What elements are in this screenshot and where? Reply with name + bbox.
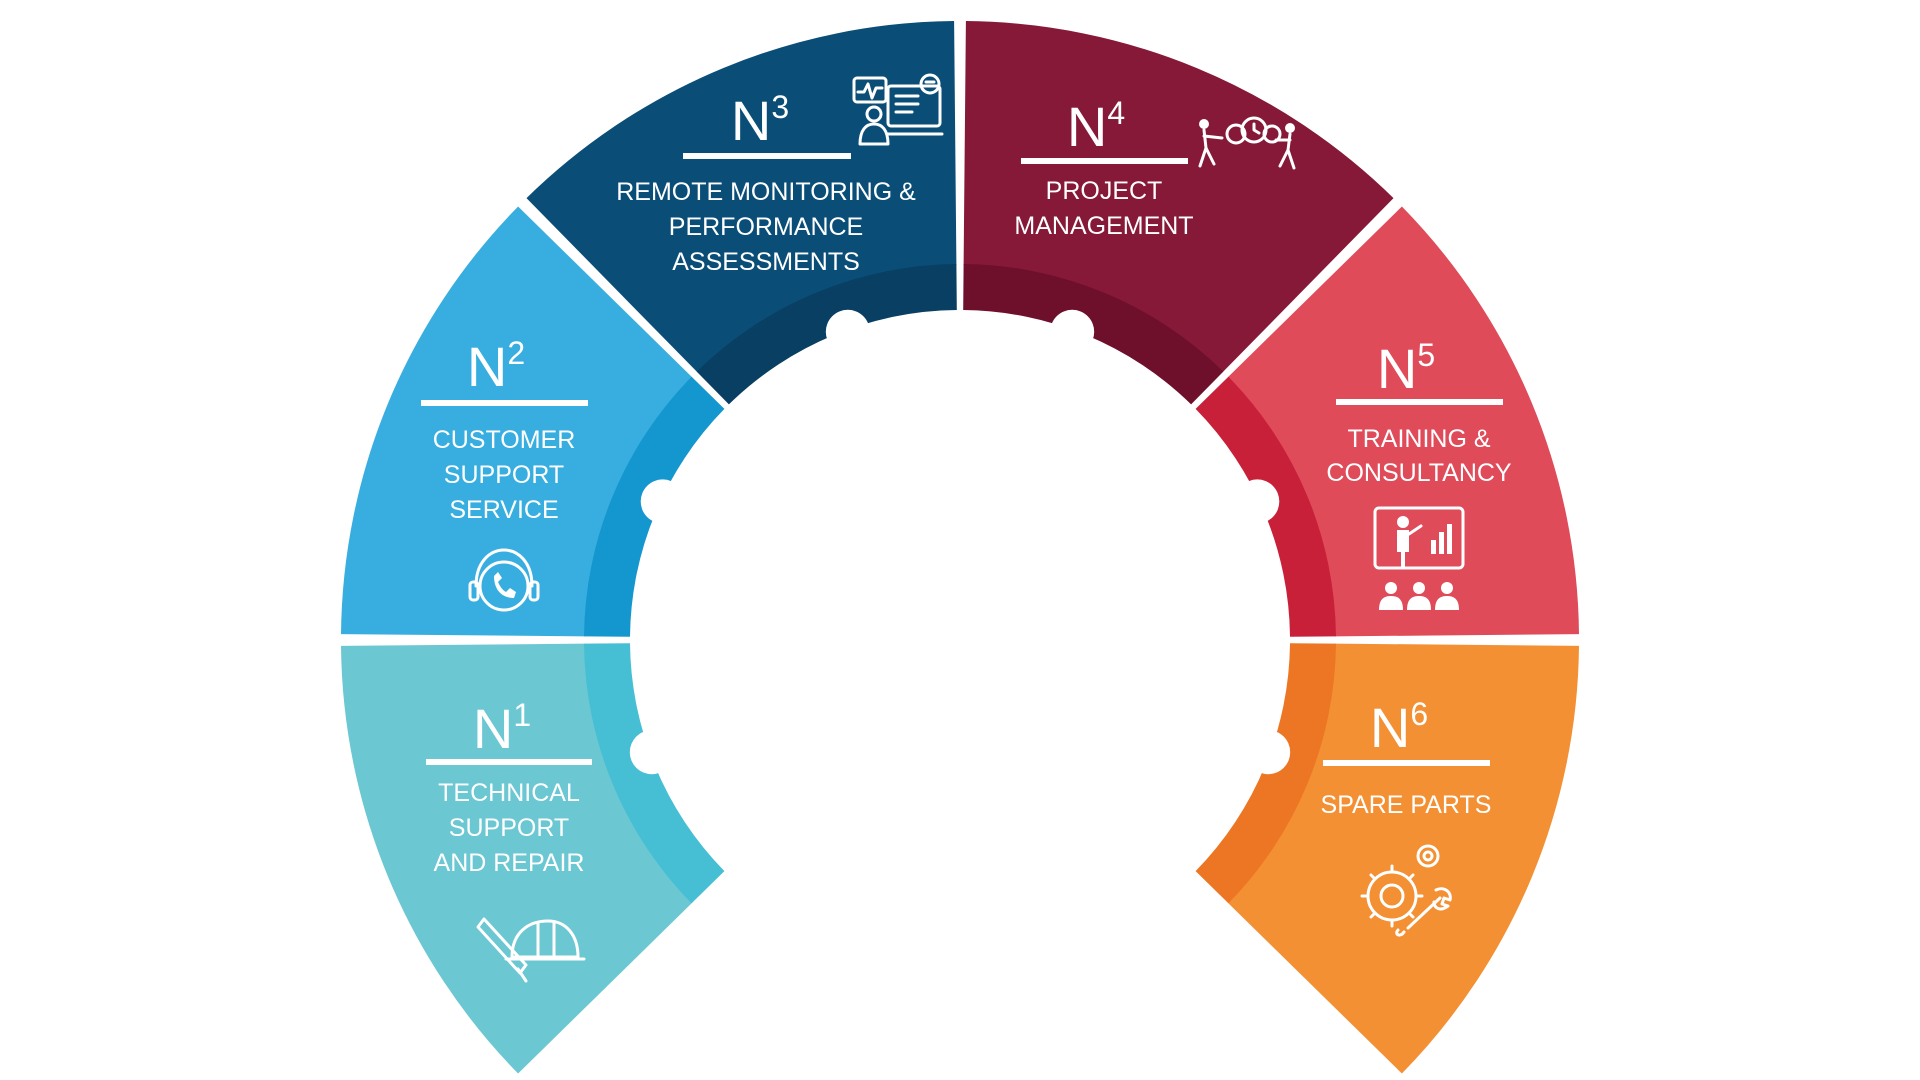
segment-n3-label-line-1: REMOTE MONITORING & bbox=[616, 178, 916, 206]
segment-n2-divider bbox=[421, 400, 588, 406]
segment-n3-prefix: N bbox=[731, 89, 771, 152]
segment-n6-divider bbox=[1323, 760, 1490, 766]
segment-n6-outer-band bbox=[1227, 643, 1579, 1074]
svg-text:N1: N1 bbox=[473, 697, 531, 760]
segment-n4-number: 4 bbox=[1107, 95, 1125, 131]
segment-n1-divider bbox=[426, 759, 592, 765]
segment-n1-prefix: N bbox=[473, 697, 513, 760]
segment-n4-label-line-1: PROJECT bbox=[1046, 177, 1163, 205]
segment-n4-divider bbox=[1021, 158, 1188, 164]
wheel-labels: N1 TECHNICAL SUPPORT AND REPAIR N2 CUSTO… bbox=[421, 73, 1512, 983]
segment-n3-label: N3 REMOTE MONITORING & PERFORMANCE ASSES… bbox=[616, 73, 944, 276]
segment-n5-number: 5 bbox=[1417, 337, 1435, 373]
team-gears-icon bbox=[1198, 116, 1296, 170]
segment-n4-prefix: N bbox=[1067, 95, 1107, 158]
segment-n2-number: 2 bbox=[507, 335, 525, 371]
segment-n1-label-line-2: SUPPORT bbox=[449, 814, 569, 842]
segment-n2-label-line-2: SUPPORT bbox=[444, 461, 564, 489]
segment-n1-outer-band bbox=[341, 643, 693, 1074]
segment-n3-outer-band bbox=[526, 21, 957, 373]
segment-n6-label: N6 SPARE PARTS bbox=[1321, 696, 1492, 937]
segment-n3-label-line-3: ASSESSMENTS bbox=[672, 248, 860, 276]
segment-n6-prefix: N bbox=[1370, 696, 1410, 759]
segment-n2-outer-band bbox=[341, 206, 693, 637]
gear-notch bbox=[825, 309, 870, 354]
svg-text:N5: N5 bbox=[1377, 337, 1435, 400]
segment-n6-label-line-1: SPARE PARTS bbox=[1321, 791, 1492, 819]
segment-n2-label: N2 CUSTOMER SUPPORT SERVICE bbox=[421, 335, 588, 612]
gear-notch bbox=[1246, 730, 1291, 775]
segment-n1-number: 1 bbox=[513, 697, 531, 733]
segment-n5-label-line-2: CONSULTANCY bbox=[1326, 459, 1512, 487]
gear-notch bbox=[1235, 479, 1280, 524]
presentation-board-icon bbox=[1373, 506, 1465, 610]
segment-n3-label-line-2: PERFORMANCE bbox=[669, 213, 863, 241]
segment-n5-label-line-1: TRAINING & bbox=[1347, 425, 1490, 453]
helmet-pencil-icon bbox=[476, 917, 586, 983]
headset-phone-icon bbox=[468, 548, 540, 612]
segment-n4-label-line-2: MANAGEMENT bbox=[1014, 212, 1193, 240]
monitoring-screen-icon bbox=[852, 73, 944, 146]
segment-n1-label-line-1: TECHNICAL bbox=[438, 779, 580, 807]
segment-n2-label-line-1: CUSTOMER bbox=[433, 426, 576, 454]
segment-n1-label-line-3: AND REPAIR bbox=[434, 849, 585, 877]
segment-n5-prefix: N bbox=[1377, 337, 1417, 400]
gears-wrench-icon bbox=[1360, 844, 1452, 937]
segment-n1-label: N1 TECHNICAL SUPPORT AND REPAIR bbox=[426, 697, 592, 983]
segment-n5-divider bbox=[1336, 399, 1503, 405]
segment-n6-number: 6 bbox=[1410, 696, 1428, 732]
wheel-segments bbox=[341, 21, 1579, 1074]
segment-n3-divider bbox=[683, 153, 851, 159]
svg-text:N3: N3 bbox=[731, 89, 789, 152]
segment-n5-outer-band bbox=[1227, 206, 1579, 637]
svg-text:N6: N6 bbox=[1370, 696, 1428, 759]
segment-n2-label-line-3: SERVICE bbox=[449, 496, 558, 524]
segment-n4-label: N4 PROJECT MANAGEMENT bbox=[1014, 95, 1296, 240]
svg-text:N2: N2 bbox=[467, 335, 525, 398]
segment-n4-outer-band bbox=[963, 21, 1394, 373]
gear-notch bbox=[1050, 309, 1095, 354]
segment-n3-number: 3 bbox=[771, 89, 789, 125]
gear-notch bbox=[640, 479, 685, 524]
segment-n2-prefix: N bbox=[467, 335, 507, 398]
segment-n5-label: N5 TRAINING & CONSULTANCY bbox=[1326, 337, 1512, 610]
svg-text:N4: N4 bbox=[1067, 95, 1125, 158]
gear-notch bbox=[629, 730, 674, 775]
